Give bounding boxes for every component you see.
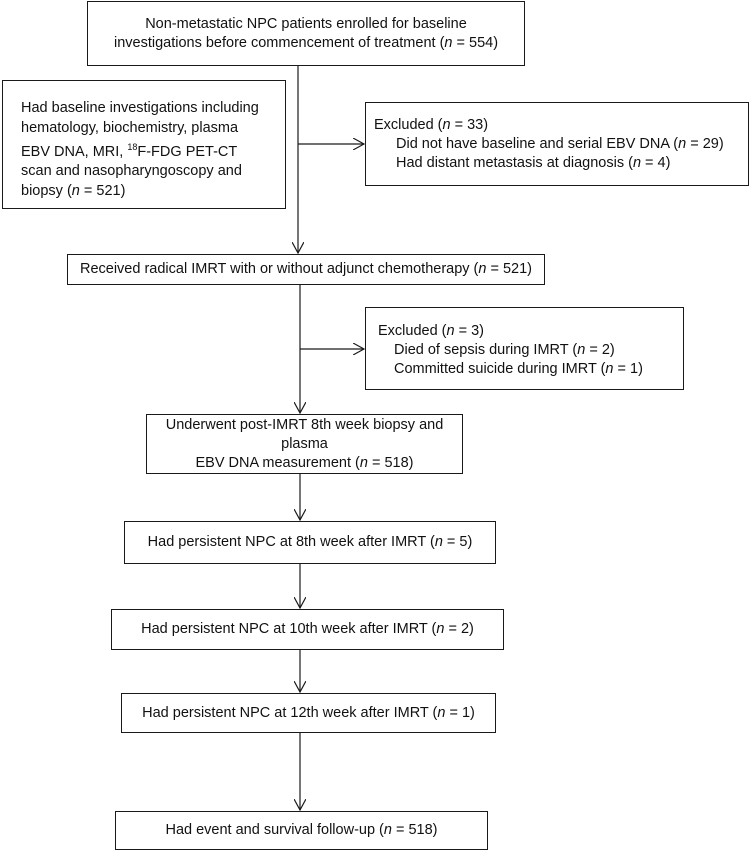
n-symbol: n bbox=[678, 136, 687, 152]
excluded1-title: Excluded ( bbox=[374, 117, 443, 133]
n-symbol: n bbox=[577, 342, 586, 358]
n-symbol: n bbox=[605, 361, 614, 377]
n-symbol: n bbox=[632, 155, 642, 171]
imrt-box: Received radical IMRT with or without ad… bbox=[67, 254, 545, 285]
excluded2-title: Excluded ( bbox=[378, 323, 447, 339]
baseline-count: = 521) bbox=[79, 182, 126, 199]
n-symbol: n bbox=[478, 261, 487, 277]
excluded2-item1: Died of sepsis during IMRT ( bbox=[394, 342, 578, 358]
excluded2-item2: Committed suicide during IMRT ( bbox=[394, 361, 606, 377]
post-imrt-line1: Underwent post-IMRT 8th week biopsy and … bbox=[165, 416, 444, 452]
baseline-line1: Had baseline investigations including bbox=[21, 100, 259, 116]
excluded1-count: = 33) bbox=[450, 117, 489, 133]
post-imrt-line2: EBV DNA measurement ( bbox=[195, 454, 360, 471]
n-symbol: n bbox=[444, 34, 453, 51]
n-symbol: n bbox=[383, 822, 392, 838]
excluded1-item1-count: = 29) bbox=[686, 136, 724, 152]
excluded2-item2-count: = 1) bbox=[613, 361, 643, 377]
baseline-line3: EBV DNA, MRI, bbox=[21, 143, 128, 160]
excluded1-box: Excluded (n = 33) Did not have baseline … bbox=[365, 102, 749, 186]
followup-count: = 518) bbox=[391, 822, 438, 838]
enrolled-box: Non-metastatic NPC patients enrolled for… bbox=[87, 1, 525, 66]
excluded2-box: Excluded (n = 3) Died of sepsis during I… bbox=[365, 307, 684, 390]
n-symbol: n bbox=[359, 454, 368, 471]
baseline-line4: scan and nasopharyngoscopy and bbox=[21, 163, 242, 180]
week10-count: = 2) bbox=[444, 621, 474, 637]
n-symbol: n bbox=[436, 621, 445, 637]
post-imrt-count: = 518) bbox=[367, 454, 414, 471]
followup-text: Had event and survival follow-up ( bbox=[165, 822, 384, 838]
excluded1-item2: Had distant metastasis at diagnosis ( bbox=[396, 155, 633, 171]
imrt-text: Received radical IMRT with or without ad… bbox=[79, 261, 479, 277]
week10-box: Had persistent NPC at 10th week after IM… bbox=[111, 609, 504, 650]
week12-text: Had persistent NPC at 12th week after IM… bbox=[142, 704, 438, 721]
week8-count: = 5) bbox=[442, 534, 473, 550]
baseline-box: Had baseline investigations including he… bbox=[2, 80, 286, 209]
excluded2-item1-count: = 2) bbox=[585, 342, 615, 358]
n-symbol: n bbox=[442, 117, 451, 133]
excluded1-item2-count: = 4) bbox=[641, 155, 671, 171]
enrolled-count: = 554) bbox=[452, 34, 499, 51]
week12-count: = 1) bbox=[445, 704, 475, 721]
baseline-line2: hematology, biochemistry, plasma bbox=[21, 119, 239, 136]
excluded1-item1: Did not have baseline and serial EBV DNA… bbox=[396, 136, 679, 152]
week8-text: Had persistent NPC at 8th week after IMR… bbox=[147, 534, 435, 550]
enrolled-line2: investigations before commencement of tr… bbox=[113, 34, 445, 51]
n-symbol: n bbox=[437, 704, 446, 721]
excluded2-count: = 3) bbox=[454, 323, 485, 339]
n-symbol: n bbox=[71, 182, 80, 199]
enrolled-line1: Non-metastatic NPC patients enrolled for… bbox=[145, 15, 467, 32]
post-imrt-box: Underwent post-IMRT 8th week biopsy and … bbox=[146, 414, 463, 474]
week12-box: Had persistent NPC at 12th week after IM… bbox=[121, 693, 496, 733]
baseline-line5: biopsy ( bbox=[21, 182, 72, 199]
followup-box: Had event and survival follow-up (n = 51… bbox=[115, 811, 488, 850]
baseline-line3-rest: F-FDG PET-CT bbox=[137, 143, 238, 160]
week10-text: Had persistent NPC at 10th week after IM… bbox=[141, 621, 437, 637]
week8-box: Had persistent NPC at 8th week after IMR… bbox=[124, 521, 496, 564]
n-symbol: n bbox=[434, 534, 443, 550]
n-symbol: n bbox=[446, 323, 455, 339]
imrt-count: = 521) bbox=[486, 261, 533, 277]
isotope-superscript: 18 bbox=[127, 142, 138, 152]
